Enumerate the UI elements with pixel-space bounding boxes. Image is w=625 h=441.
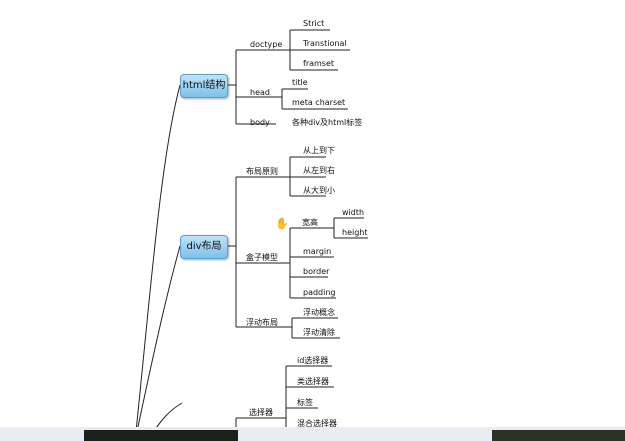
node-big-to-small[interactable]: 从大到小 [303, 186, 335, 195]
node-transitional[interactable]: Transtional [303, 39, 347, 48]
node-frameset[interactable]: framset [303, 59, 335, 68]
node-body[interactable]: body [250, 118, 270, 127]
node-meta-charset[interactable]: meta charset [292, 98, 346, 107]
bottom-dark-panel-right [492, 430, 625, 441]
node-float-concept[interactable]: 浮动概念 [303, 308, 335, 317]
node-html-structure[interactable]: html结构 [180, 74, 228, 98]
bottom-dark-panel [84, 430, 238, 441]
node-head[interactable]: head [250, 88, 270, 97]
node-layout-principles[interactable]: 布局原则 [246, 167, 278, 176]
node-doctype[interactable]: doctype [250, 40, 283, 49]
node-class-selector[interactable]: 类选择器 [297, 377, 329, 386]
node-width[interactable]: width [342, 208, 365, 217]
node-width-height[interactable]: 宽高 [302, 218, 318, 227]
node-box-model[interactable]: 盒子模型 [246, 253, 278, 262]
node-float-layout[interactable]: 浮动布局 [246, 318, 278, 327]
node-left-to-right[interactable]: 从左到右 [303, 166, 335, 175]
node-top-to-bottom[interactable]: 从上到下 [303, 146, 335, 155]
node-strict[interactable]: Strict [303, 19, 325, 28]
node-tag-selector[interactable]: 标签 [297, 398, 313, 407]
node-height[interactable]: height [342, 228, 368, 237]
node-div-layout[interactable]: div布局 [180, 235, 228, 259]
node-body-tags[interactable]: 各种div及html标签 [292, 118, 363, 127]
node-padding[interactable]: padding [303, 288, 336, 297]
hand-cursor-icon: ✋ [275, 217, 289, 230]
node-mixed-selector[interactable]: 混合选择器 [297, 419, 337, 428]
node-border[interactable]: border [303, 267, 330, 276]
node-float-clear[interactable]: 浮动清除 [303, 328, 335, 337]
node-title[interactable]: title [292, 78, 308, 87]
node-selectors[interactable]: 选择器 [249, 408, 273, 417]
node-margin[interactable]: margin [303, 247, 332, 256]
node-id-selector[interactable]: id选择器 [297, 356, 329, 365]
